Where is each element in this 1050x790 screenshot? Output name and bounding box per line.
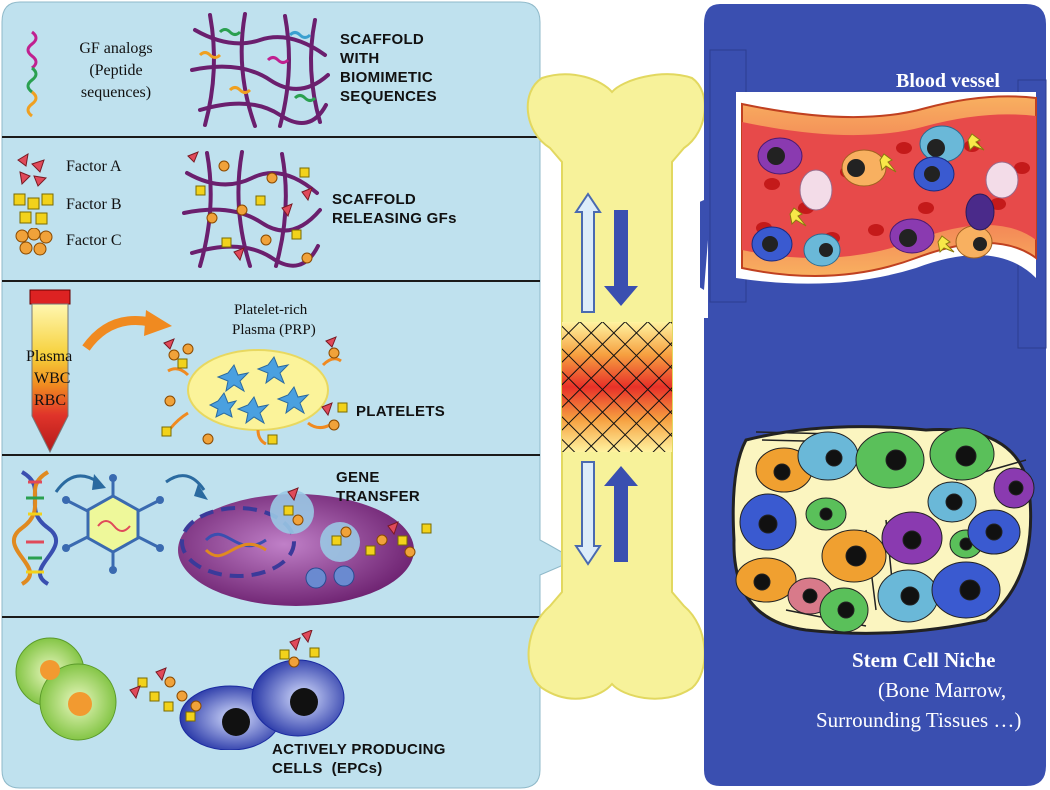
- tube-rbc-label: RBC: [34, 392, 67, 409]
- gf-releasing-scaffold-mesh: [182, 150, 322, 268]
- blood-tube: [29, 289, 71, 454]
- producing-cells-title: ACTIVELY PRODUCING CELLS (EPCs): [272, 741, 446, 777]
- tube-to-prp-arrow: [82, 310, 172, 351]
- tube-plasma-label: Plasma: [26, 348, 73, 365]
- viral-vector-icon: [62, 474, 164, 574]
- gene-transfer-title: GENE TRANSFER: [336, 469, 421, 505]
- factor-c-label: Factor C: [66, 232, 122, 249]
- gf-analogs-legend-line1: GF analogs: [79, 40, 153, 57]
- peptide-squiggle-icon: [26, 30, 38, 118]
- gf-analogs-legend-line3: sequences): [80, 84, 152, 101]
- factor-b-icon: [13, 193, 54, 225]
- tube-wbc-label: WBC: [34, 370, 71, 387]
- bone-with-scaffold: [526, 73, 706, 700]
- scaffold-releasing-title: SCAFFOLD RELEASING GFs: [332, 191, 457, 227]
- factor-b-label: Factor B: [66, 196, 122, 213]
- stem-cell-niche-sub-line1: (Bone Marrow,: [878, 678, 1007, 702]
- prp-label-line1: Platelet-rich: [234, 302, 308, 318]
- transfected-cell: [178, 487, 432, 606]
- platelets-title: PLATELETS: [356, 403, 446, 420]
- platelet-cluster: [161, 336, 348, 445]
- biomimetic-scaffold-mesh: [190, 12, 330, 128]
- stem-cell-niche-illustration: [731, 425, 1035, 635]
- gf-analogs-legend-line2: (Peptide: [89, 62, 143, 79]
- prp-label-line2: Plasma (PRP): [232, 322, 316, 338]
- factor-a-icon: [17, 153, 48, 187]
- blood-vessel-label: Blood vessel: [896, 70, 1000, 92]
- factor-a-label: Factor A: [66, 158, 122, 175]
- factor-c-icon: [15, 228, 53, 256]
- stem-cell-niche-sub-line2: Surrounding Tissues …): [816, 708, 1022, 732]
- arrows-gene-transfer: [54, 474, 208, 500]
- scaffold-biomimetic-title: SCAFFOLD WITH BIOMIMETIC SEQUENCES: [340, 31, 437, 105]
- dna-helix-icon: [12, 470, 58, 586]
- producing-cells: [15, 630, 345, 750]
- blood-vessel-illustration: [736, 92, 1037, 284]
- stem-cell-niche-title: Stem Cell Niche: [852, 648, 996, 672]
